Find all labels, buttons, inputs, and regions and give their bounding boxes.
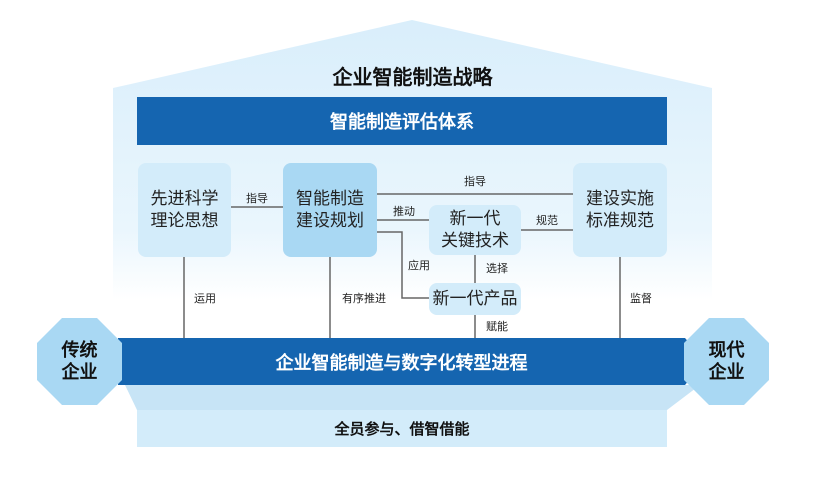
modern-enterprise: 现代企业 <box>708 339 745 383</box>
connector-lines <box>183 193 621 338</box>
label-norm: 规范 <box>536 214 558 227</box>
product-box: 新一代产品 <box>429 283 521 315</box>
standard-box: 建设实施标准规范 <box>573 163 667 257</box>
label-drive: 推动 <box>393 205 415 218</box>
foundation-trapezoid <box>125 385 700 410</box>
label-advance: 有序推进 <box>342 292 386 305</box>
label-supervise: 监督 <box>630 292 652 305</box>
process-arrow <box>118 338 705 385</box>
evaluation-system-bar: 智能制造评估体系 <box>137 97 667 145</box>
label-empower: 赋能 <box>486 320 508 333</box>
strategy-title: 企业智能制造战略 <box>332 64 493 89</box>
label-apply: 应用 <box>408 259 430 272</box>
label-select: 选择 <box>486 262 508 275</box>
foundation-box: 全员参与、借智借能 <box>137 410 667 447</box>
left-octagon <box>37 318 122 405</box>
label-guide-2: 指导 <box>464 175 486 188</box>
theory-box: 先进科学理论思想 <box>138 163 231 257</box>
planning-box: 智能制造建设规划 <box>283 163 377 257</box>
key-tech-box: 新一代关键技术 <box>429 205 521 255</box>
label-use: 运用 <box>194 292 216 305</box>
process-label: 企业智能制造与数字化转型进程 <box>275 352 528 374</box>
label-guide-1: 指导 <box>246 192 268 205</box>
right-octagon <box>684 318 769 405</box>
traditional-enterprise: 传统企业 <box>61 339 98 383</box>
